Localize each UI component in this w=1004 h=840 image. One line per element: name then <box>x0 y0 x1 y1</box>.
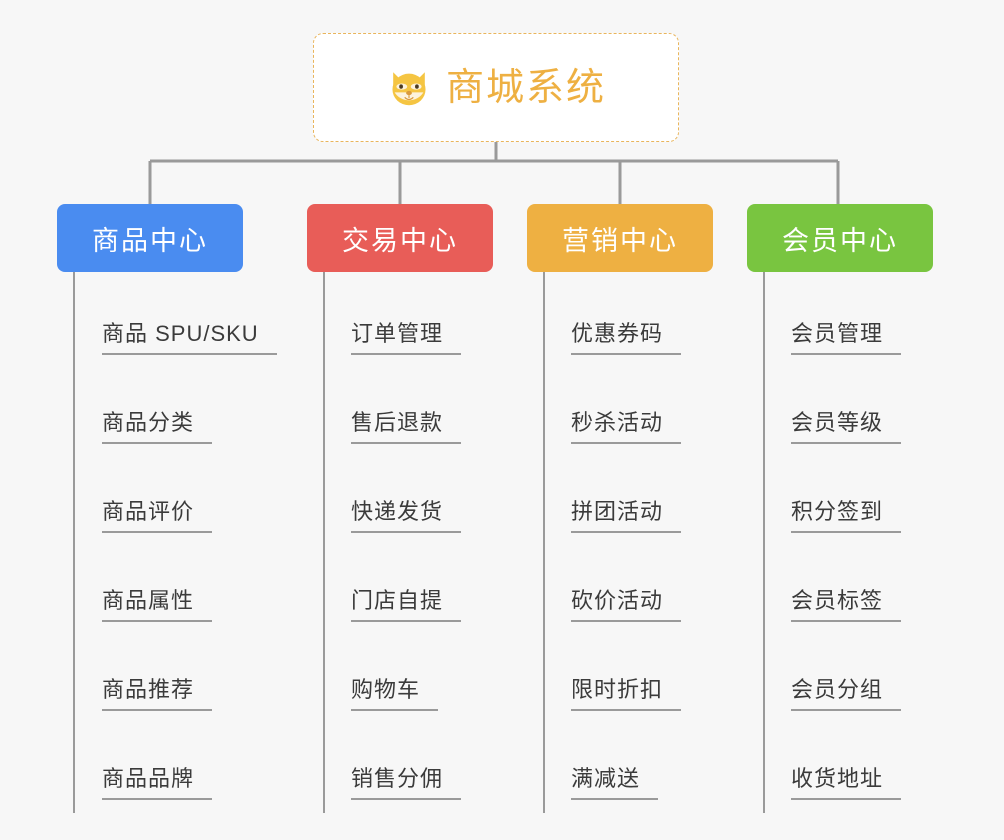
leaf-item[interactable]: 快递发货 <box>324 450 507 539</box>
trunk-line-1 <box>323 272 325 813</box>
leaf-item[interactable]: 秒杀活动 <box>544 361 727 450</box>
trunk-line-3 <box>763 272 765 813</box>
leaf-item[interactable]: 会员分组 <box>764 628 947 717</box>
leaf-item[interactable]: 商品评价 <box>74 450 297 539</box>
leaf-item-label: 会员管理 <box>791 321 902 355</box>
leaf-item-label: 售后退款 <box>351 410 462 444</box>
leaf-item-label: 拼团活动 <box>571 499 682 533</box>
leaf-item-label: 限时折扣 <box>571 677 682 711</box>
leaf-item-label: 满减送 <box>571 766 659 800</box>
leaf-list-2: 优惠券码 秒杀活动 拼团活动 砍价活动 限时折扣 满减送 <box>527 272 727 813</box>
leaf-list-0: 商品 SPU/SKU 商品分类 商品评价 商品属性 商品推荐 商品品牌 <box>57 272 297 813</box>
leaf-item[interactable]: 销售分佣 <box>324 717 507 806</box>
leaf-item[interactable]: 购物车 <box>324 628 507 717</box>
leaf-item[interactable]: 砍价活动 <box>544 539 727 628</box>
leaf-item-label: 砍价活动 <box>571 588 682 622</box>
leaf-item[interactable]: 订单管理 <box>324 272 507 361</box>
leaf-item[interactable]: 商品推荐 <box>74 628 297 717</box>
leaf-item-label: 商品品牌 <box>102 766 213 800</box>
leaf-item-label: 积分签到 <box>791 499 902 533</box>
leaf-item[interactable]: 商品分类 <box>74 361 297 450</box>
category-header-label: 营销中心 <box>562 225 678 256</box>
leaf-item[interactable]: 满减送 <box>544 717 727 806</box>
leaf-item-label: 销售分佣 <box>351 766 462 800</box>
shiba-dog-face-icon <box>392 71 426 105</box>
leaf-item[interactable]: 商品品牌 <box>74 717 297 806</box>
leaf-item-label: 商品属性 <box>102 588 213 622</box>
leaf-item[interactable]: 商品 SPU/SKU <box>74 272 297 361</box>
trunk-line-2 <box>543 272 545 813</box>
trunk-line-0 <box>73 272 75 813</box>
leaf-list-3: 会员管理 会员等级 积分签到 会员标签 会员分组 收货地址 <box>747 272 947 813</box>
leaf-list-1: 订单管理 售后退款 快递发货 门店自提 购物车 销售分佣 <box>307 272 507 813</box>
leaf-item-label: 订单管理 <box>351 321 462 355</box>
leaf-item[interactable]: 会员管理 <box>764 272 947 361</box>
leaf-item-label: 门店自提 <box>351 588 462 622</box>
category-column-0: 商品中心 商品 SPU/SKU 商品分类 商品评价 商品属性 商品推荐 商品品牌 <box>57 204 297 813</box>
category-header-0[interactable]: 商品中心 <box>57 204 243 272</box>
leaf-item-label: 优惠券码 <box>571 321 682 355</box>
category-header-label: 交易中心 <box>342 225 458 256</box>
category-header-3[interactable]: 会员中心 <box>747 204 933 272</box>
category-header-label: 会员中心 <box>782 225 898 256</box>
leaf-item-label: 购物车 <box>351 677 439 711</box>
category-column-2: 营销中心 优惠券码 秒杀活动 拼团活动 砍价活动 限时折扣 满减送 <box>527 204 727 813</box>
leaf-item[interactable]: 售后退款 <box>324 361 507 450</box>
leaf-item-label: 商品推荐 <box>102 677 213 711</box>
leaf-item[interactable]: 会员标签 <box>764 539 947 628</box>
category-header-1[interactable]: 交易中心 <box>307 204 493 272</box>
category-header-label: 商品中心 <box>92 225 208 256</box>
category-column-3: 会员中心 会员管理 会员等级 积分签到 会员标签 会员分组 收货地址 <box>747 204 947 813</box>
leaf-item-label: 收货地址 <box>791 766 902 800</box>
leaf-item[interactable]: 商品属性 <box>74 539 297 628</box>
leaf-item[interactable]: 收货地址 <box>764 717 947 806</box>
leaf-item[interactable]: 拼团活动 <box>544 450 727 539</box>
leaf-item[interactable]: 门店自提 <box>324 539 507 628</box>
category-column-1: 交易中心 订单管理 售后退款 快递发货 门店自提 购物车 销售分佣 <box>307 204 507 813</box>
leaf-item[interactable]: 限时折扣 <box>544 628 727 717</box>
leaf-item-label: 会员标签 <box>791 588 902 622</box>
leaf-item[interactable]: 会员等级 <box>764 361 947 450</box>
leaf-item-label: 会员分组 <box>791 677 902 711</box>
category-header-2[interactable]: 营销中心 <box>527 204 713 272</box>
leaf-item-label: 快递发货 <box>351 499 462 533</box>
leaf-item-label: 秒杀活动 <box>571 410 682 444</box>
leaf-item-label: 商品 SPU/SKU <box>102 321 277 355</box>
leaf-item[interactable]: 积分签到 <box>764 450 947 539</box>
leaf-item-label: 商品分类 <box>102 410 213 444</box>
root-title: 商城系统 <box>445 66 606 109</box>
leaf-item-label: 会员等级 <box>791 410 902 444</box>
leaf-item-label: 商品评价 <box>102 499 213 533</box>
leaf-item[interactable]: 优惠券码 <box>544 272 727 361</box>
root-node[interactable]: 商城系统 <box>313 33 679 142</box>
